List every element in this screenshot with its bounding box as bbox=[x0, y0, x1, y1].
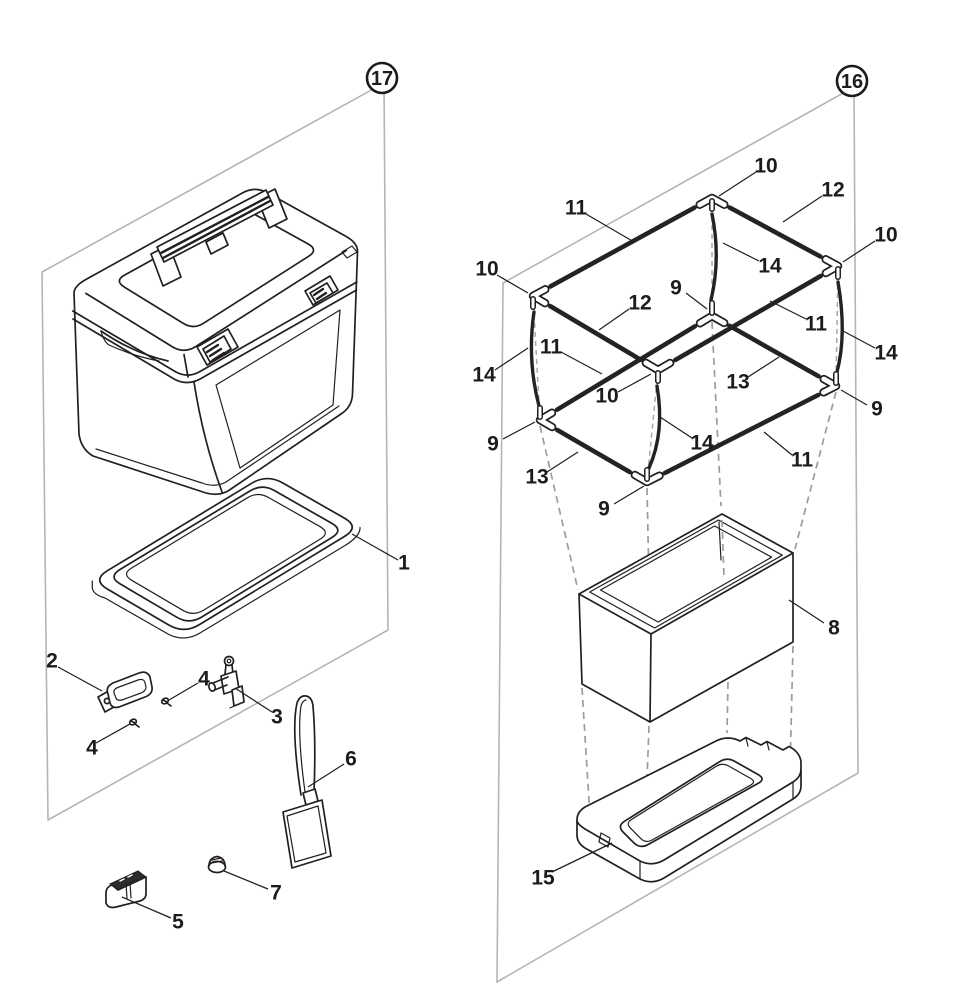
left-callouts: 1 2 3 4 4 5 6 7 bbox=[46, 552, 410, 934]
vertical-rod-right bbox=[835, 280, 844, 374]
upper-corner-left bbox=[528, 285, 550, 310]
right-callouts: 10 12 11 10 14 10 9 12 11 11 14 14 13 10… bbox=[472, 155, 898, 890]
clip bbox=[105, 870, 147, 909]
sheet-number-right-label: 16 bbox=[841, 71, 863, 93]
callout-corner-upper-back: 10 bbox=[754, 155, 777, 178]
callout-vertical-rod-left: 14 bbox=[472, 364, 496, 387]
side-rod-top-left bbox=[548, 205, 697, 289]
left-leader-lines bbox=[57, 533, 399, 919]
projection-lines-upper bbox=[539, 321, 837, 630]
callout-bottom-end-rod-right: 13 bbox=[726, 371, 749, 394]
callout-corner-upper-left: 10 bbox=[475, 258, 498, 281]
corner-clip bbox=[341, 245, 358, 259]
lower-corner-back bbox=[695, 300, 729, 328]
callout-side-rod-top-left: 11 bbox=[565, 197, 588, 220]
side-rod-bottom-left bbox=[554, 323, 698, 413]
basket bbox=[578, 513, 794, 723]
cooler-latch-side bbox=[304, 275, 339, 306]
vertical-rod-back bbox=[709, 212, 718, 302]
plug bbox=[207, 855, 227, 874]
upper-corner-right bbox=[821, 255, 843, 280]
sheet-number-left-label: 17 bbox=[371, 68, 393, 90]
callout-base-tray: 15 bbox=[531, 867, 555, 890]
base-tray bbox=[576, 736, 802, 883]
callout-basket: 8 bbox=[828, 617, 840, 640]
handle-hub bbox=[205, 232, 229, 255]
top-end-rod-right bbox=[727, 205, 823, 259]
callout-vertical-rod-right: 14 bbox=[874, 342, 898, 365]
callout-vertical-rod-front: 14 bbox=[690, 432, 714, 455]
callout-side-rod-bottom-right: 11 bbox=[791, 449, 814, 472]
side-rod-bottom-right bbox=[662, 392, 821, 476]
callout-screw-b: 4 bbox=[86, 737, 98, 760]
callout-strap: 6 bbox=[345, 748, 357, 771]
strap bbox=[282, 695, 332, 869]
bottom-end-rod-right bbox=[727, 323, 821, 379]
lower-corner-right bbox=[819, 371, 841, 397]
callout-corner-lower-left: 9 bbox=[487, 433, 499, 456]
callout-plug: 7 bbox=[270, 882, 282, 905]
bottom-end-rod-left bbox=[554, 427, 633, 475]
frame-corners bbox=[528, 193, 843, 487]
latch-pin bbox=[207, 655, 245, 709]
callout-clip: 5 bbox=[172, 911, 184, 934]
callout-corner-lower-back: 9 bbox=[670, 277, 682, 300]
right-sheet-plane bbox=[496, 86, 859, 983]
left-sheet-plane bbox=[41, 82, 389, 821]
callout-latch-pin: 3 bbox=[271, 706, 283, 729]
callout-top-end-rod-left: 12 bbox=[628, 292, 651, 315]
side-rod-top-right bbox=[672, 273, 824, 363]
callout-corner-upper-front: 10 bbox=[595, 385, 618, 408]
callout-top-end-rod-right: 12 bbox=[821, 179, 844, 202]
callout-screw-a: 4 bbox=[198, 668, 210, 691]
frame-rods bbox=[529, 205, 844, 476]
callout-vertical-rod-back: 14 bbox=[758, 255, 782, 278]
upper-corner-front bbox=[641, 358, 675, 384]
lower-corner-left bbox=[535, 405, 557, 432]
callout-latch-keeper: 2 bbox=[46, 650, 58, 673]
sheet-number-right: 16 bbox=[835, 64, 869, 98]
vertical-rod-front bbox=[647, 384, 662, 470]
upper-corner-back bbox=[695, 193, 729, 212]
screw-a bbox=[160, 697, 172, 707]
latch-keeper bbox=[97, 671, 153, 713]
callout-bottom-end-rod-left: 13 bbox=[525, 466, 548, 489]
right-leader-lines bbox=[494, 171, 876, 873]
callout-corner-upper-right: 10 bbox=[874, 224, 897, 247]
lower-corner-front bbox=[630, 467, 664, 487]
cooler-box bbox=[71, 188, 359, 496]
top-end-rod-left bbox=[547, 303, 644, 363]
callout-corner-lower-front: 9 bbox=[598, 498, 610, 521]
sheet-number-left: 17 bbox=[365, 61, 399, 95]
cooler-latch-front bbox=[196, 328, 239, 366]
lid-gasket bbox=[91, 477, 361, 639]
callout-side-rod-top-right: 11 bbox=[805, 313, 828, 336]
callout-gasket: 1 bbox=[398, 552, 410, 575]
vertical-rod-left bbox=[529, 310, 541, 408]
callout-corner-lower-right: 9 bbox=[871, 398, 883, 421]
screw-b bbox=[128, 718, 140, 728]
callout-side-rod-bottom-left: 11 bbox=[540, 336, 563, 359]
